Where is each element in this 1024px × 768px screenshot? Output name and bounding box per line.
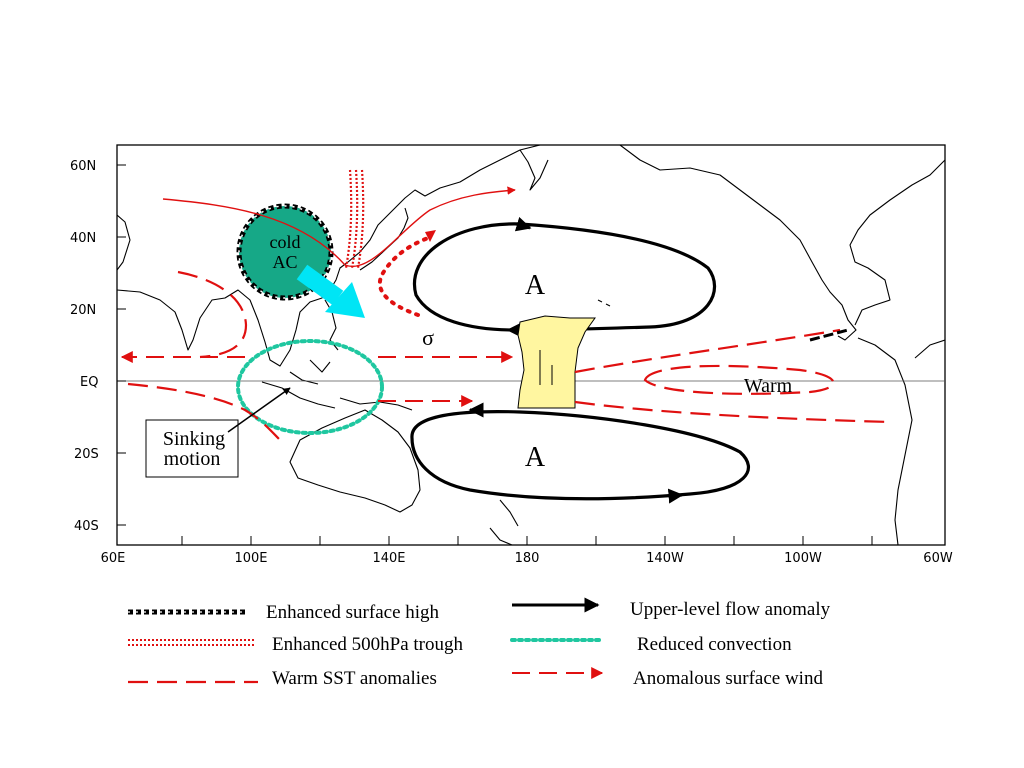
lon-label-140e: 140E (372, 551, 405, 566)
sinking-motion-box (145, 419, 239, 478)
anticyclone-north-label: A (525, 270, 546, 301)
coastline-new-zealand (489, 499, 519, 545)
enhanced-500hpa-trough (344, 169, 365, 269)
anticyclone-south-loop (410, 410, 751, 501)
legend-item-reduced-convection: Reduced convection (510, 634, 792, 655)
reduced-convection-region (236, 339, 384, 435)
sinking-motion-pointer (227, 387, 291, 433)
legend-label-reduced-convection: Reduced convection (637, 634, 792, 655)
coastlines (117, 145, 945, 545)
lat-label-eq: EQ (80, 375, 98, 390)
cold-ac-label-line2: AC (272, 252, 297, 272)
enhanced-convection-region (517, 315, 596, 409)
sinking-motion-line1: Sinking (163, 428, 225, 450)
lon-label-60w: 60W (923, 551, 953, 566)
legend: Enhanced surface high Enhanced 500hPa tr… (128, 597, 831, 689)
coastline-asia (117, 145, 541, 367)
lat-label-40s: 40S (74, 519, 99, 534)
legend-label-enhanced-500hpa-trough: Enhanced 500hPa trough (272, 634, 464, 655)
coastline-north-america (619, 145, 945, 341)
sinking-motion-callout: Sinking motion (145, 387, 291, 478)
cold-ac-label-line1: cold (270, 232, 301, 252)
legend-item-anomalous-surface-wind: Anomalous surface wind (512, 667, 823, 689)
lat-label-60n: 60N (70, 159, 96, 174)
tropical-cyclone-icon: σ (422, 325, 434, 350)
legend-label-anomalous-surface-wind: Anomalous surface wind (633, 668, 823, 689)
storm-track-arrowhead (425, 230, 436, 242)
storm-track-arrow (377, 236, 430, 317)
legend-label-upper-level-flow-anomaly: Upper-level flow anomaly (630, 599, 831, 620)
coastline-hawaii (597, 299, 611, 307)
legend-item-upper-level-flow-anomaly: Upper-level flow anomaly (512, 597, 831, 620)
anomalous-surface-winds (120, 351, 514, 407)
sinking-motion-line2: motion (164, 448, 221, 470)
lon-label-100w: 100W (784, 551, 822, 566)
lon-label-180: 180 (515, 551, 540, 566)
lon-label-100e: 100E (234, 551, 267, 566)
lat-label-20s: 20S (74, 447, 99, 462)
warm-label: Warm (744, 375, 793, 397)
lat-label-40n: 40N (70, 231, 96, 246)
legend-label-warm-sst-anomalies: Warm SST anomalies (272, 668, 437, 689)
axis-ticks (117, 164, 873, 545)
anticyclone-south-label: A (525, 442, 546, 473)
warm-sst-anomalies (127, 270, 891, 441)
cyan-flow-arrow (296, 264, 365, 318)
coastline-kamchatka (519, 149, 549, 191)
coastline-australia (289, 409, 421, 513)
legend-item-enhanced-surface-high: Enhanced surface high (128, 602, 440, 623)
legend-item-warm-sst-anomalies: Warm SST anomalies (128, 668, 437, 689)
lon-label-140w: 140W (646, 551, 684, 566)
map-panel: 60N 40N 20N EQ 20S 40S 60E 100E 140E 180… (70, 144, 953, 566)
coastline-indonesia (261, 359, 413, 411)
legend-label-enhanced-surface-high: Enhanced surface high (266, 602, 440, 623)
jet-stream-arrow (162, 186, 516, 268)
legend-item-enhanced-500hpa-trough: Enhanced 500hPa trough (128, 634, 464, 655)
coastline-south-america (857, 337, 945, 545)
lat-label-20n: 20N (70, 303, 96, 318)
lon-label-60e: 60E (101, 551, 126, 566)
